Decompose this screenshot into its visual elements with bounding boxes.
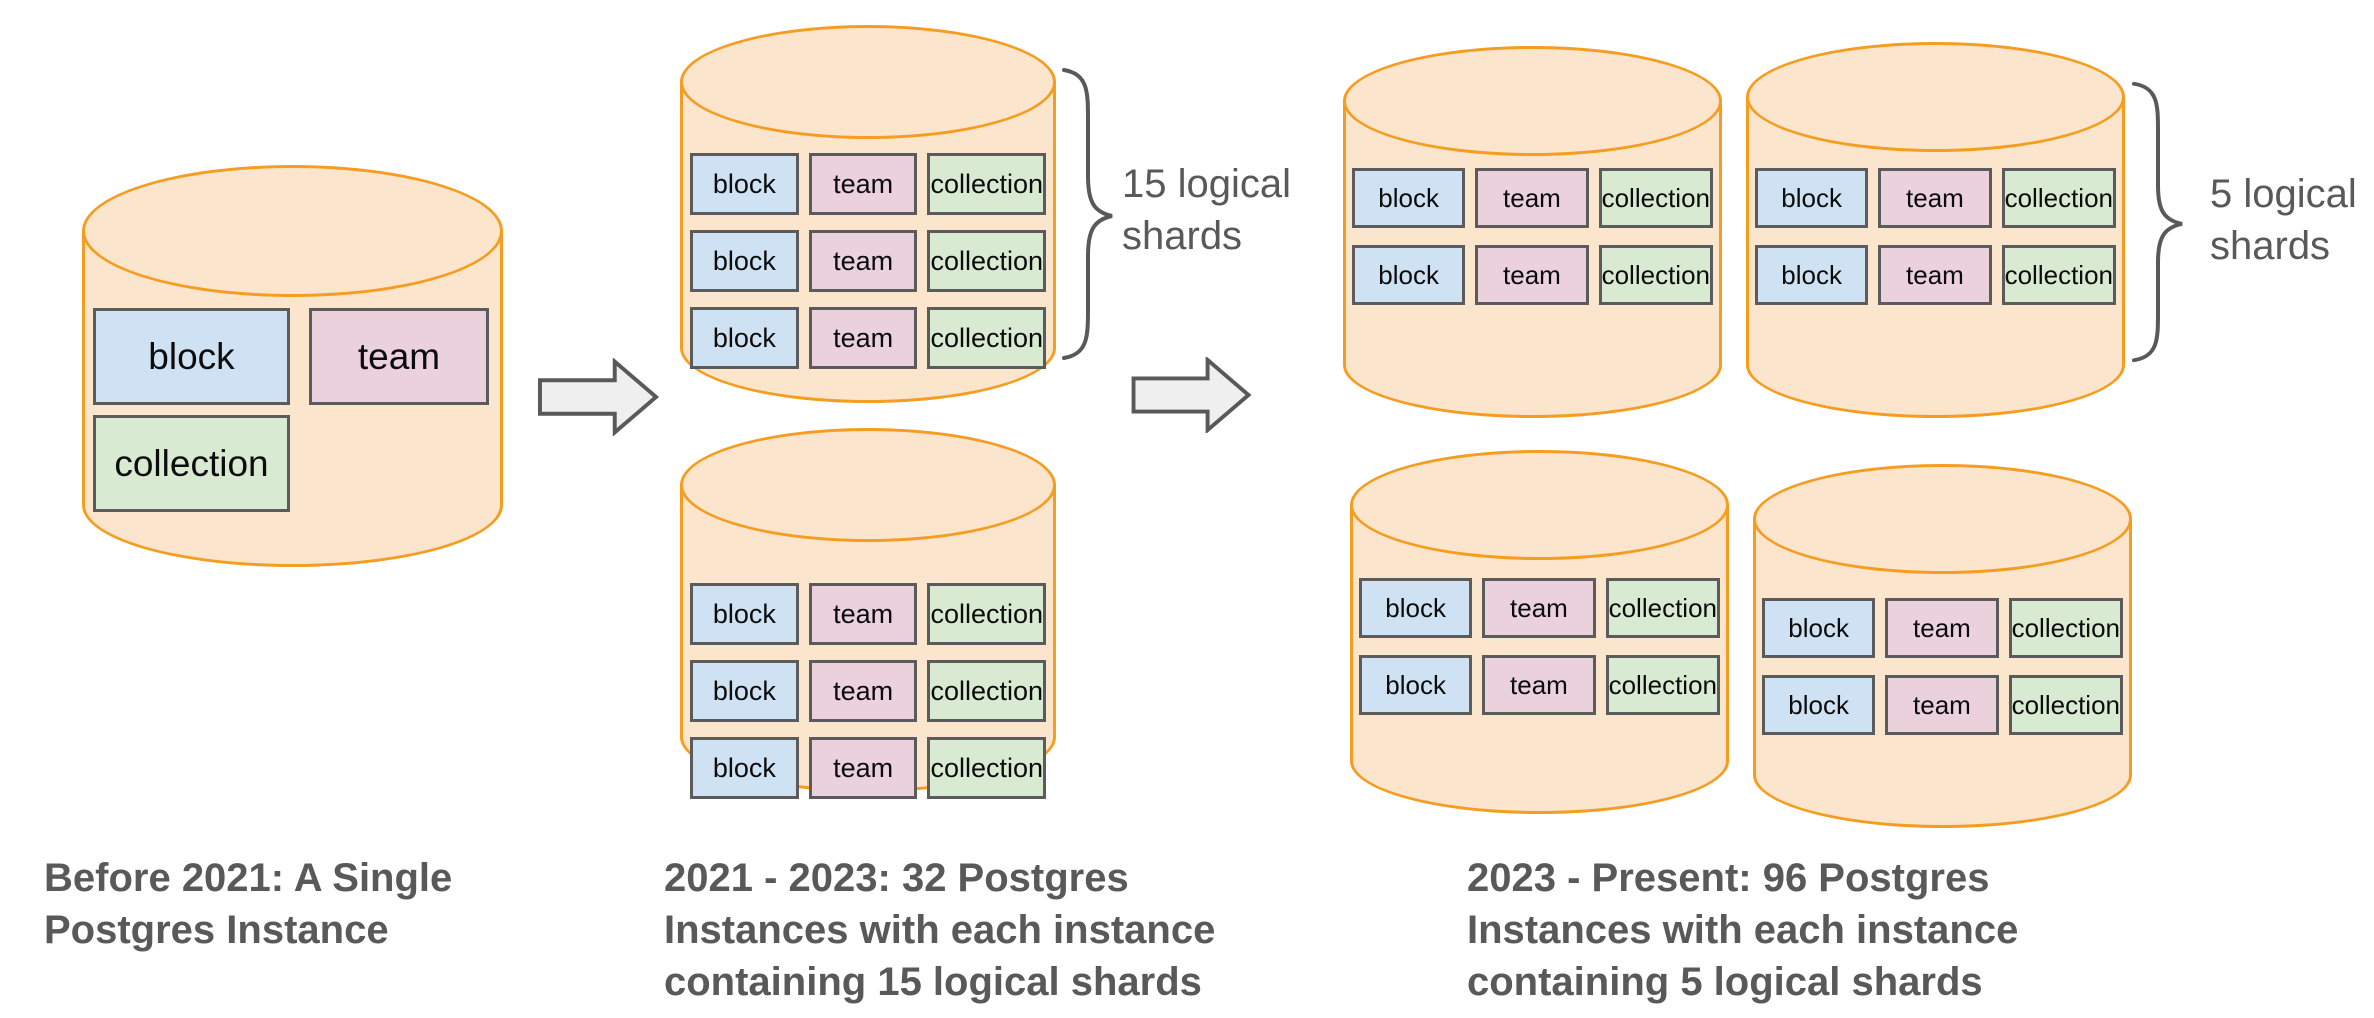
collection-table-box: collection — [2008, 675, 2123, 735]
block-table-box: block — [1762, 675, 1876, 735]
block-table-box: block — [690, 153, 799, 215]
shard-count-label-line: 15 logical — [1122, 162, 1292, 206]
collection-table-box: collection — [927, 230, 1046, 292]
block-table-box: block — [93, 308, 290, 405]
caption-line: 2023 - Present: 96 Postgres — [1467, 856, 1990, 900]
collection-table-box: collection — [927, 307, 1046, 369]
collection-table-box: collection — [93, 415, 290, 512]
collection-table-box: collection — [927, 583, 1046, 645]
block-table-box: block — [1359, 578, 1473, 638]
block-table-box: block — [1762, 598, 1876, 658]
team-table-box: team — [808, 737, 918, 799]
team-table-box: team — [1885, 675, 1999, 735]
team-table-box: team — [1878, 168, 1992, 228]
shard-grid: block team collection block team collect… — [1352, 168, 1713, 305]
stage2-postgres-instance-cylinder-bottom: block team collection block team collect… — [680, 428, 1056, 799]
stage3-postgres-instance-cylinder-top-left: block team collection block team collect… — [1343, 46, 1722, 418]
block-table-box: block — [1755, 168, 1869, 228]
collection-table-box: collection — [1605, 578, 1720, 638]
caption-line: containing 5 logical shards — [1467, 960, 1983, 1004]
transition-arrow-icon — [538, 358, 660, 436]
team-table-box: team — [808, 307, 918, 369]
shard-grid: block team collection block team collect… — [690, 583, 1046, 799]
team-table-box: team — [808, 230, 918, 292]
cylinder-top-ellipse — [1753, 464, 2132, 574]
stage2-caption: 2021 - 2023: 32 Postgres Instances with … — [664, 852, 1215, 1008]
caption-line: Postgres Instance — [44, 908, 389, 952]
cylinder-top-ellipse — [680, 428, 1056, 542]
shard-grid: block team collection block team collect… — [1762, 598, 2123, 735]
stage3-caption: 2023 - Present: 96 Postgres Instances wi… — [1467, 852, 2018, 1008]
brace-icon — [1062, 68, 1113, 360]
stage3-postgres-instance-cylinder-top-right: block team collection block team collect… — [1746, 42, 2125, 418]
team-table-box: team — [1475, 168, 1589, 228]
collection-table-box: collection — [927, 737, 1046, 799]
stage1-postgres-instance-cylinder: block team collection — [82, 165, 503, 567]
caption-line: Instances with each instance — [1467, 908, 2019, 952]
block-table-box: block — [690, 583, 799, 645]
collection-table-box: collection — [927, 153, 1046, 215]
team-table-box: team — [309, 308, 489, 405]
shard-count-label-line: shards — [1122, 214, 1243, 258]
team-table-box: team — [808, 153, 918, 215]
collection-table-box: collection — [2001, 168, 2116, 228]
team-table-box: team — [808, 583, 918, 645]
shard-count-label-line: 5 logical — [2210, 172, 2357, 216]
collection-table-box: collection — [2001, 245, 2116, 305]
collection-table-box: collection — [1605, 655, 1720, 715]
collection-table-box: collection — [1598, 245, 1713, 305]
transition-arrow-icon — [1131, 357, 1252, 433]
block-table-box: block — [1755, 245, 1869, 305]
team-table-box: team — [808, 660, 918, 722]
shard-grid: block team collection block team collect… — [1755, 168, 2116, 305]
team-table-box: team — [1878, 245, 1992, 305]
stage2-postgres-instance-cylinder-top: block team collection block team collect… — [680, 25, 1056, 403]
cylinder-top-ellipse — [680, 25, 1056, 139]
brace-icon — [2132, 81, 2183, 363]
team-table-box: team — [1885, 598, 1999, 658]
caption-line: Before 2021: A Single — [44, 856, 453, 900]
block-table-box: block — [690, 737, 799, 799]
caption-line: containing 15 logical shards — [664, 960, 1202, 1004]
cylinder-top-ellipse — [1350, 450, 1729, 560]
shard-count-label: 5 logical shards — [2210, 168, 2357, 272]
collection-table-box: collection — [1598, 168, 1713, 228]
block-table-box: block — [1359, 655, 1473, 715]
team-table-box: team — [1475, 245, 1589, 305]
stage1-caption: Before 2021: A Single Postgres Instance — [44, 852, 452, 956]
block-table-box: block — [1352, 245, 1466, 305]
stage3-postgres-instance-cylinder-bottom-left: block team collection block team collect… — [1350, 450, 1729, 814]
cylinder-top-ellipse — [1343, 46, 1722, 156]
shard-grid: block team collection block team collect… — [1359, 578, 1720, 715]
shard-count-label-line: shards — [2210, 224, 2331, 268]
team-table-box: team — [1482, 655, 1596, 715]
shard-count-label: 15 logical shards — [1122, 158, 1291, 262]
cylinder-top-ellipse — [82, 165, 503, 297]
stage3-postgres-instance-cylinder-bottom-right: block team collection block team collect… — [1753, 464, 2132, 828]
caption-line: Instances with each instance — [664, 908, 1216, 952]
block-table-box: block — [1352, 168, 1466, 228]
block-table-box: block — [690, 230, 799, 292]
cylinder-top-ellipse — [1746, 42, 2125, 152]
block-table-box: block — [690, 660, 799, 722]
block-table-box: block — [690, 307, 799, 369]
collection-table-box: collection — [2008, 598, 2123, 658]
caption-line: 2021 - 2023: 32 Postgres — [664, 856, 1129, 900]
team-table-box: team — [1482, 578, 1596, 638]
collection-table-box: collection — [927, 660, 1046, 722]
shard-grid: block team collection block team collect… — [690, 153, 1046, 369]
